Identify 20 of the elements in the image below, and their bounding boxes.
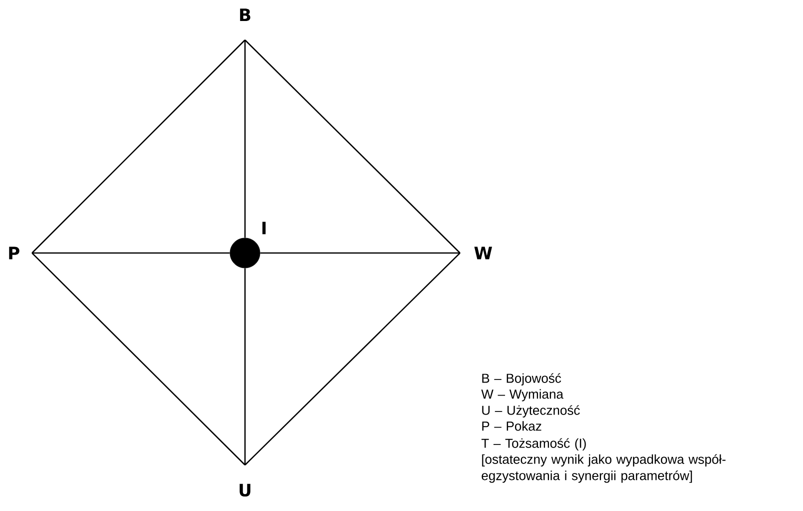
line [32, 252, 230, 254]
legend-text: [ostateczny wynik jako wypadkowa współ-egzystowania i synergii parametrów] [482, 454, 726, 483]
legend-text: U – Użyteczność [482, 405, 580, 418]
vertex-label: P [9, 246, 20, 260]
legend-text: W – Wymiana [481, 389, 564, 402]
line [244, 40, 460, 254]
vertex-label: U [240, 484, 250, 496]
center-dot [230, 238, 260, 268]
point-label: I [262, 222, 266, 234]
legend-text: P – Pokaz [482, 421, 542, 431]
legend-text: B – Bojowość [482, 373, 562, 386]
line [244, 268, 246, 465]
line [32, 40, 246, 254]
line [32, 252, 246, 466]
vertex-label: W [474, 246, 492, 260]
line [244, 252, 460, 466]
vertex-label: B [240, 8, 250, 21]
legend-text: T – Tożsamość (I) [482, 438, 586, 450]
line [244, 40, 246, 238]
line [260, 252, 460, 254]
